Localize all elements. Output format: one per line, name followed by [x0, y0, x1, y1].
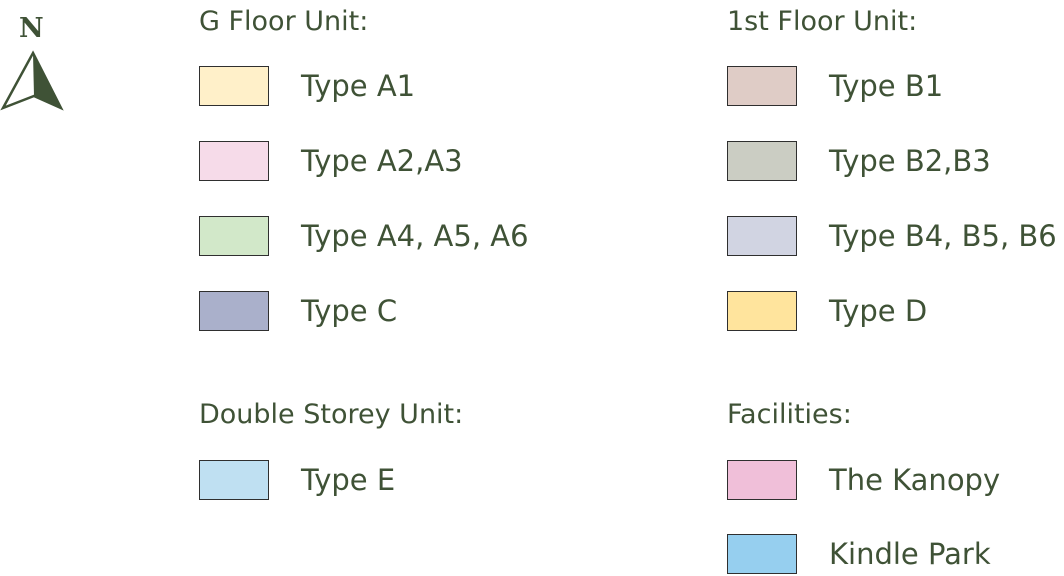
legend-group-title: Double Storey Unit:	[199, 399, 464, 430]
legend-swatch	[199, 460, 269, 500]
compass-arrow-icon	[0, 50, 64, 111]
legend-item: Type B2,B3	[727, 141, 1064, 181]
legend-item: The Kanopy	[727, 460, 1064, 500]
legend-label: Type B2,B3	[829, 144, 991, 178]
legend-swatch	[199, 66, 269, 106]
legend-item: Type A1	[199, 66, 559, 106]
legend-swatch	[199, 216, 269, 256]
legend-group-title: G Floor Unit:	[199, 6, 369, 37]
legend-swatch	[727, 141, 797, 181]
legend-item: Type C	[199, 291, 559, 331]
north-arrow: N	[0, 6, 64, 112]
legend-swatch	[727, 460, 797, 500]
legend-group-title: 1st Floor Unit:	[727, 6, 918, 37]
legend-item: Kindle Park	[727, 534, 1064, 574]
legend-item: Type A4, A5, A6	[199, 216, 559, 256]
legend-item: Type E	[199, 460, 559, 500]
legend-group-title: Facilities:	[727, 399, 852, 430]
legend-swatch	[727, 291, 797, 331]
legend-swatch	[727, 216, 797, 256]
legend-label: Type A2,A3	[301, 144, 463, 178]
legend-item: Type D	[727, 291, 1064, 331]
legend-swatch	[727, 534, 797, 574]
legend-label: Kindle Park	[829, 537, 991, 571]
legend-label: Type B4, B5, B6	[829, 219, 1057, 253]
north-letter: N	[19, 13, 44, 44]
legend-label: Type E	[301, 463, 396, 497]
legend-item: Type B4, B5, B6	[727, 216, 1064, 256]
legend-item: Type B1	[727, 66, 1064, 106]
legend-swatch	[199, 141, 269, 181]
legend-swatch	[727, 66, 797, 106]
legend-label: The Kanopy	[829, 463, 1001, 497]
legend-item: Type A2,A3	[199, 141, 559, 181]
legend-label: Type C	[301, 294, 398, 328]
legend-label: Type A4, A5, A6	[301, 219, 529, 253]
legend-swatch	[199, 291, 269, 331]
legend-label: Type B1	[829, 69, 944, 103]
legend-label: Type D	[829, 294, 928, 328]
legend-label: Type A1	[301, 69, 416, 103]
